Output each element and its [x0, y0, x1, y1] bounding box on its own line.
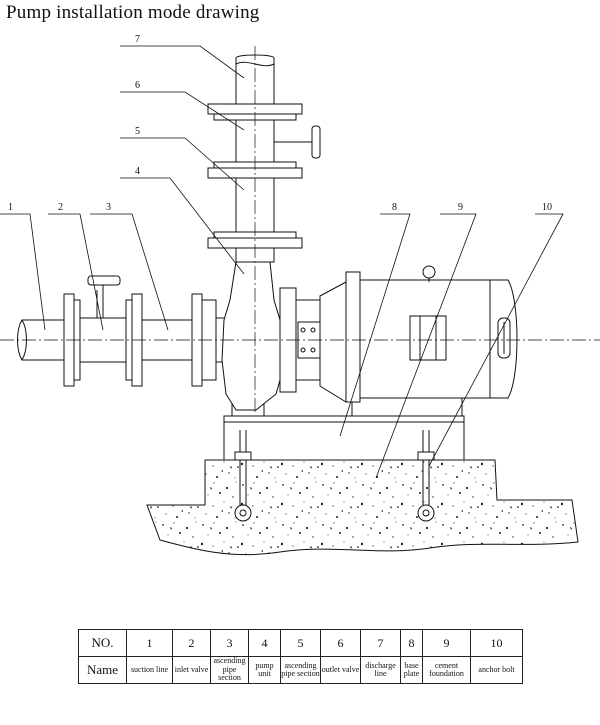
anchor-bolt-left — [234, 430, 252, 522]
legend-name-10: anchor bolt — [470, 656, 523, 684]
legend-no-9: 9 — [422, 629, 471, 657]
callout-3: 3 — [106, 202, 111, 213]
legend-name-row: Name suction line inlet valve ascending … — [78, 656, 523, 684]
legend-no-10: 10 — [470, 629, 523, 657]
legend-name-3: ascending pipe section — [210, 656, 249, 684]
legend-no-1: 1 — [126, 629, 173, 657]
legend-no-3: 3 — [210, 629, 249, 657]
cement-foundation — [146, 459, 579, 556]
callout-9: 9 — [458, 202, 463, 213]
callout-1: 1 — [8, 202, 13, 213]
legend-no-4: 4 — [248, 629, 281, 657]
legend-name-5: ascending pipe section — [280, 656, 321, 684]
legend-header-no: NO. — [78, 629, 127, 657]
callout-6: 6 — [135, 80, 140, 91]
pump-installation-drawing: 1 2 3 4 5 6 7 8 9 10 — [0, 34, 600, 556]
callout-10: 10 — [542, 202, 552, 213]
legend-name-6: outlet valve — [320, 656, 361, 684]
legend-no-5: 5 — [280, 629, 321, 657]
callout-2: 2 — [58, 202, 63, 213]
legend-name-1: suction line — [126, 656, 173, 684]
legend-header-name: Name — [78, 656, 127, 684]
legend-no-7: 7 — [360, 629, 401, 657]
callout-5: 5 — [135, 126, 140, 137]
legend-no-2: 2 — [172, 629, 211, 657]
legend-no-8: 8 — [400, 629, 423, 657]
legend-name-9: cement foundation — [422, 656, 471, 684]
legend-name-2: inlet valve — [172, 656, 211, 684]
legend-name-4: pump unit — [248, 656, 281, 684]
legend-name-8: base plate — [400, 656, 423, 684]
legend-no-6: 6 — [320, 629, 361, 657]
callout-7: 7 — [135, 34, 140, 45]
callout-8: 8 — [392, 202, 397, 213]
legend-table: NO. 1 2 3 4 5 6 7 8 9 10 Name suction li… — [78, 629, 523, 684]
anchor-bolt-right — [417, 430, 435, 522]
leader-lines — [0, 45, 564, 479]
pump-casing — [221, 261, 281, 411]
callout-4: 4 — [135, 166, 140, 177]
legend-number-row: NO. 1 2 3 4 5 6 7 8 9 10 — [78, 629, 523, 657]
legend-name-7: discharge line — [360, 656, 401, 684]
inlet-valve — [63, 275, 143, 387]
drawing-title: Pump installation mode drawing — [6, 2, 260, 23]
